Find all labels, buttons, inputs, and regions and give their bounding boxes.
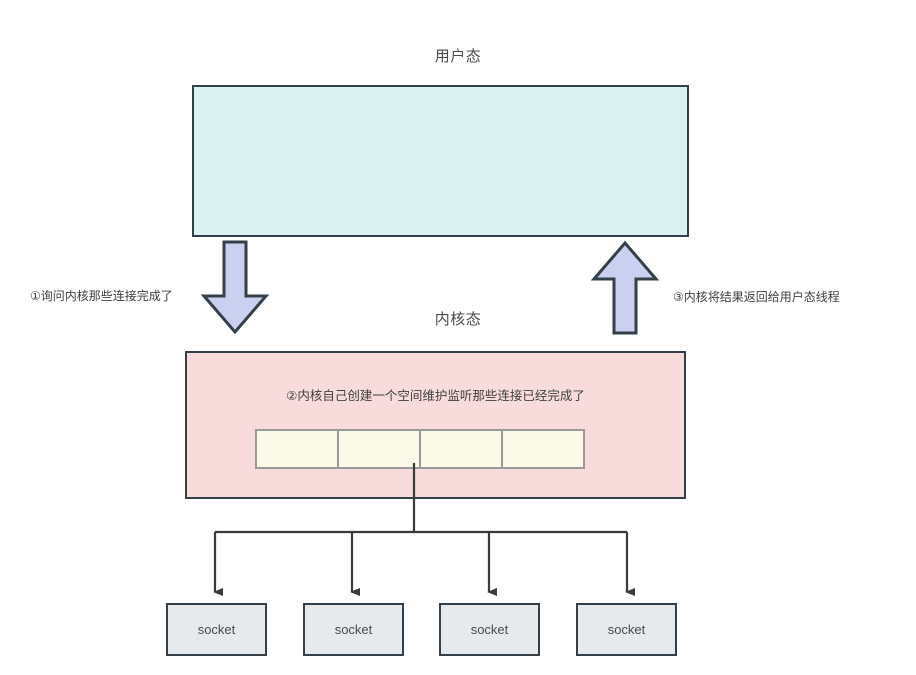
socket-label: socket (334, 622, 373, 637)
ready-list-cell (503, 431, 583, 467)
kernel-mode-title: 内核态 (434, 311, 482, 328)
socket-box: socket (576, 603, 677, 656)
label-kernel-return: ③内核将结果返回给用户态线程 (673, 290, 840, 304)
arrow-up-to-user-icon (590, 240, 660, 335)
ready-list-cell (257, 431, 339, 467)
ready-list-cell (339, 431, 421, 467)
socket-box: socket (303, 603, 404, 656)
socket-label: socket (470, 622, 509, 637)
socket-label: socket (197, 622, 236, 637)
user-space-box (192, 85, 689, 237)
socket-box: socket (166, 603, 267, 656)
user-mode-title: 用户态 (434, 48, 482, 65)
kernel-space-note: ②内核自己创建一个空间维护监听那些连接已经完成了 (286, 389, 585, 403)
ready-list-cell (421, 431, 503, 467)
label-ask-kernel: ①询问内核那些连接完成了 (30, 289, 173, 303)
arrow-down-to-kernel-icon (200, 240, 270, 335)
ready-connection-list (255, 429, 585, 469)
kernel-space-box: ②内核自己创建一个空间维护监听那些连接已经完成了 (185, 351, 686, 499)
socket-box: socket (439, 603, 540, 656)
socket-label: socket (607, 622, 646, 637)
